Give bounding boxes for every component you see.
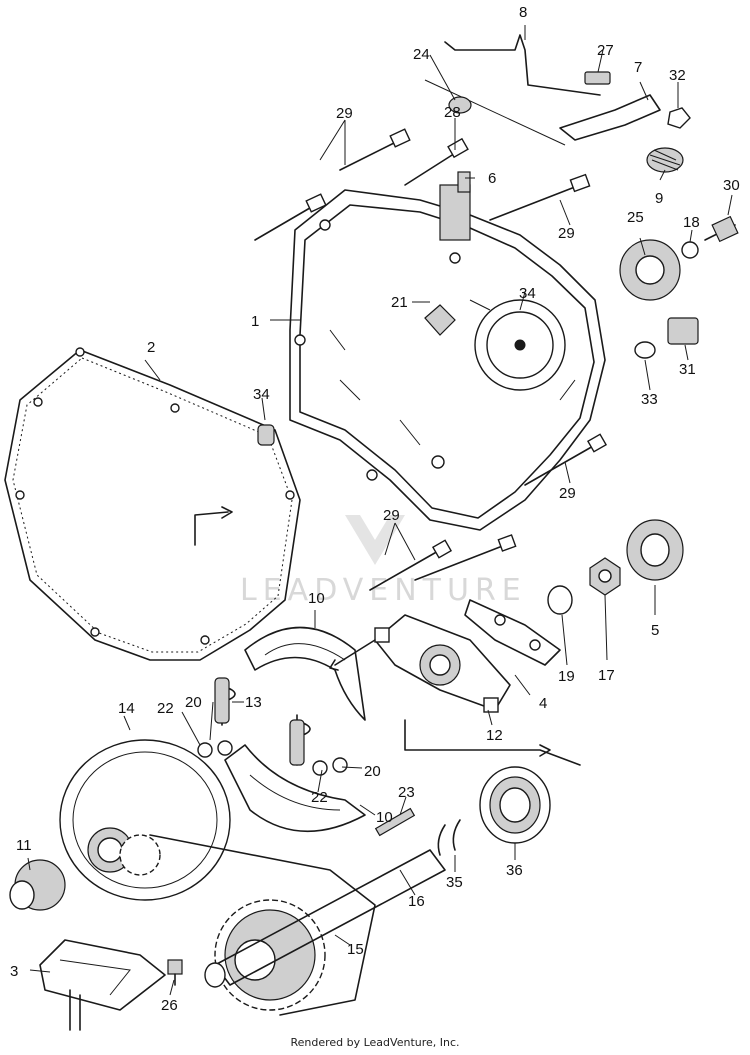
callout-16: 16 [408, 893, 425, 910]
callout-27: 27 [597, 42, 614, 59]
callout-31: 31 [679, 361, 696, 378]
guard-bolt [167, 959, 183, 986]
callout-10b: 10 [376, 809, 393, 826]
callout-5: 5 [651, 622, 659, 639]
callout-15: 15 [347, 941, 364, 958]
watermark: LEADVENTURE [240, 515, 521, 608]
callout-29a: 29 [336, 105, 353, 122]
clips-washers [197, 740, 348, 776]
callout-8: 8 [519, 4, 527, 21]
callout-34a: 34 [253, 386, 270, 403]
callout-12: 12 [486, 727, 503, 744]
callout-18: 18 [683, 214, 700, 231]
small-hardware [254, 96, 591, 241]
callout-34b: 34 [519, 285, 536, 302]
callout-19: 19 [558, 668, 575, 685]
callout-24: 24 [413, 46, 430, 63]
callout-23: 23 [398, 784, 415, 801]
bushing [9, 859, 66, 911]
callout-22b: 22 [311, 789, 328, 806]
callout-30: 30 [723, 177, 740, 194]
callout-17: 17 [598, 667, 615, 684]
callout-2: 2 [147, 339, 155, 356]
callout-11: 11 [16, 837, 32, 854]
clutch-shoe-lower [224, 744, 366, 833]
governor-rod [444, 34, 601, 96]
callout-21: 21 [391, 294, 408, 311]
callout-32: 32 [669, 67, 686, 84]
callout-6: 6 [488, 170, 496, 187]
callout-13: 13 [245, 694, 262, 711]
leader-lines [27, 25, 733, 996]
callout-9: 9 [655, 190, 663, 207]
callout-26: 26 [161, 997, 178, 1014]
callout-3: 3 [10, 963, 18, 980]
bearing [437, 766, 551, 856]
callout-29b: 29 [558, 225, 575, 242]
callout-1: 1 [251, 313, 259, 330]
drive-hardware [464, 519, 684, 666]
callout-29d: 29 [383, 507, 400, 524]
callout-20a: 20 [185, 694, 202, 711]
sprocket-chain [119, 834, 376, 1016]
clutch-springs [214, 677, 311, 766]
callout-22a: 22 [157, 700, 174, 717]
case-bolts [369, 433, 608, 591]
footer-credit: Rendered by LeadVenture, Inc. [290, 1036, 460, 1049]
chain-guard [39, 939, 166, 1031]
clutch-drum [59, 739, 231, 901]
callout-7: 7 [634, 59, 642, 76]
callout-20b: 20 [364, 763, 381, 780]
callout-labels: 1 2 3 4 5 6 7 8 9 10 10 11 12 13 14 15 1… [10, 4, 740, 1014]
clutch-plate [374, 614, 511, 713]
callout-28: 28 [444, 104, 461, 121]
governor-arm [424, 71, 691, 173]
oil-seal [619, 215, 739, 301]
dowel-pin [257, 424, 275, 446]
callout-29c: 29 [559, 485, 576, 502]
crankcase-cover [289, 184, 606, 531]
direction-arrows [329, 639, 581, 766]
callout-14: 14 [118, 700, 135, 717]
callout-33: 33 [641, 391, 658, 408]
callout-25: 25 [627, 209, 644, 226]
callout-4: 4 [539, 695, 547, 712]
callout-10a: 10 [308, 590, 325, 607]
callout-35: 35 [446, 874, 463, 891]
drain-plug [634, 317, 699, 359]
callout-36: 36 [506, 862, 523, 879]
clutch-shoe-upper [244, 626, 366, 721]
output-shaft [204, 807, 446, 988]
